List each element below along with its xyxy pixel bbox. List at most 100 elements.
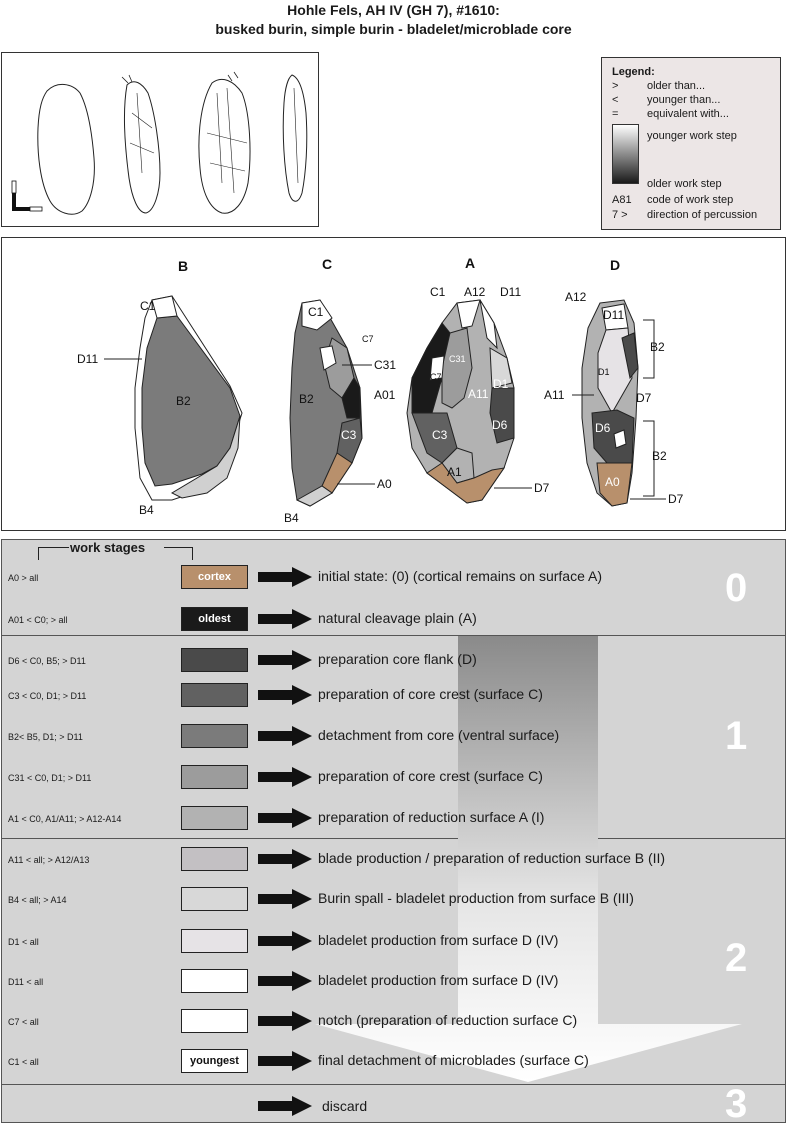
- label-d-a12: A12: [565, 290, 587, 304]
- row-arrow-icon: [258, 808, 312, 828]
- row-color-swatch: cortex: [181, 565, 248, 589]
- label-c-c3: C3: [341, 428, 357, 442]
- label-d-d1: D1: [598, 367, 610, 377]
- legend-gradient-bottom: older work step: [647, 178, 722, 190]
- view-heading-b: B: [178, 258, 188, 274]
- row-code: B4 < all; > A14: [8, 895, 67, 905]
- row-color-swatch: youngest: [181, 1049, 248, 1073]
- label-c-a01: A01: [374, 388, 396, 402]
- row-code: C31 < C0, D1; > D11: [8, 773, 92, 783]
- stage-number-3: 3: [725, 1082, 748, 1126]
- row-code: A0 > all: [8, 573, 39, 583]
- row-description: preparation of reduction surface A (I): [318, 809, 545, 825]
- legend-code-text: code of work step: [647, 194, 734, 206]
- legend-text-3: equivalent with...: [647, 108, 729, 120]
- view-b: [134, 295, 243, 501]
- label-a-d6: D6: [492, 418, 508, 432]
- title-line-1: Hohle Fels, AH IV (GH 7), #1610:: [287, 2, 500, 18]
- drawing-outline-1: [37, 84, 95, 215]
- heading-bracket-right: [164, 547, 193, 560]
- legend-sym-3: =: [612, 108, 619, 120]
- stage-divider-3: [1, 1084, 786, 1085]
- row-color-swatch: [181, 806, 248, 830]
- view-d: [581, 299, 639, 507]
- row-arrow-icon: [258, 931, 312, 951]
- label-a-a12: A12: [464, 285, 486, 299]
- label-d-a11: A11: [544, 388, 565, 402]
- row-arrow-icon: [258, 889, 312, 909]
- schematic-panel: B C A D C1 D11 B2 B4 C1 C7 C31: [1, 237, 786, 531]
- row-code: B2< B5, D1; > D11: [8, 732, 83, 742]
- row-color-swatch: [181, 724, 248, 748]
- row-code: C3 < C0, D1; > D11: [8, 691, 87, 701]
- label-a-d11: D11: [500, 285, 521, 299]
- row-description: blade production / preparation of reduct…: [318, 850, 666, 866]
- label-a-a1: A1: [447, 465, 462, 479]
- legend-dir-text: direction of percussion: [647, 209, 758, 221]
- label-b-b2: B2: [176, 394, 191, 408]
- row-arrow-icon: [258, 609, 312, 629]
- stage-divider-1: [1, 635, 786, 636]
- label-b-c1: C1: [140, 299, 156, 313]
- title-line-2: busked burin, simple burin - bladelet/mi…: [215, 21, 572, 37]
- label-a-c31: C31: [449, 354, 466, 364]
- label-d-d7-upper: D7: [636, 391, 652, 405]
- label-a-d1: D1: [493, 377, 509, 391]
- row-description: preparation of core crest (surface C): [318, 686, 543, 702]
- view-a: [406, 299, 515, 504]
- row-color-swatch: oldest: [181, 607, 248, 631]
- scale-bar: [11, 180, 43, 212]
- label-d-b2-lower: B2: [652, 449, 667, 463]
- legend-code-sym: A81: [612, 194, 632, 206]
- row-code: A01 < C0; > all: [8, 615, 68, 625]
- row-description: preparation of core crest (surface C): [318, 768, 543, 784]
- label-a-a11: A11: [468, 387, 489, 401]
- row-description: bladelet production from surface D (IV): [318, 932, 559, 948]
- label-c-b4: B4: [284, 511, 299, 525]
- stage-number-0: 0: [725, 566, 748, 610]
- heading-bracket-left: [38, 547, 69, 560]
- work-stages-heading: work stages: [70, 540, 146, 555]
- stage-number-1: 1: [725, 714, 748, 758]
- row-description: natural cleavage plain (A): [318, 610, 477, 626]
- view-heading-a: A: [465, 255, 475, 271]
- row-arrow-icon: [258, 650, 312, 670]
- row-arrow-icon: [258, 685, 312, 705]
- legend-text-1: older than...: [647, 80, 706, 92]
- row-color-swatch: [181, 929, 248, 953]
- drawing-outline-4: [282, 74, 308, 202]
- row-description: initial state: (0) (cortical remains on …: [318, 568, 602, 584]
- label-c-c31: C31: [374, 358, 396, 372]
- label-a-c1: C1: [430, 285, 446, 299]
- legend-gradient-top: younger work step: [647, 130, 737, 142]
- row-color-swatch: [181, 847, 248, 871]
- row-description: Burin spall - bladelet production from s…: [318, 890, 634, 906]
- row-code: D1 < all: [8, 937, 39, 947]
- row-code: C1 < all: [8, 1057, 39, 1067]
- drawing-outline-3: [198, 78, 251, 214]
- row-color-swatch: [181, 765, 248, 789]
- view-c: [289, 299, 363, 507]
- artifact-drawings: [11, 71, 308, 215]
- label-d-d6: D6: [595, 421, 611, 435]
- drawing-outline-2: [123, 81, 161, 214]
- row-arrow-icon: [258, 767, 312, 787]
- discard-arrow-icon: [258, 1096, 312, 1116]
- label-b-b4: B4: [139, 503, 154, 517]
- row-arrow-icon: [258, 849, 312, 869]
- artifact-drawings-panel: [1, 52, 319, 227]
- view-heading-d: D: [610, 257, 620, 273]
- row-code: A11 < all; > A12/A13: [8, 855, 90, 865]
- discard-text: discard: [322, 1098, 368, 1114]
- label-c-c7: C7: [362, 334, 374, 344]
- row-description: bladelet production from surface D (IV): [318, 972, 559, 988]
- legend-dir-sym: 7 >: [612, 209, 628, 221]
- legend-sym-2: <: [612, 94, 619, 106]
- legend-gradient: [612, 124, 639, 184]
- work-stages-table: [1, 539, 786, 1123]
- label-d-d7-lower: D7: [668, 492, 684, 506]
- label-d-d11: D11: [603, 308, 624, 322]
- row-color-swatch: [181, 683, 248, 707]
- row-description: preparation core flank (D): [318, 651, 477, 667]
- row-code: C7 < all: [8, 1017, 39, 1027]
